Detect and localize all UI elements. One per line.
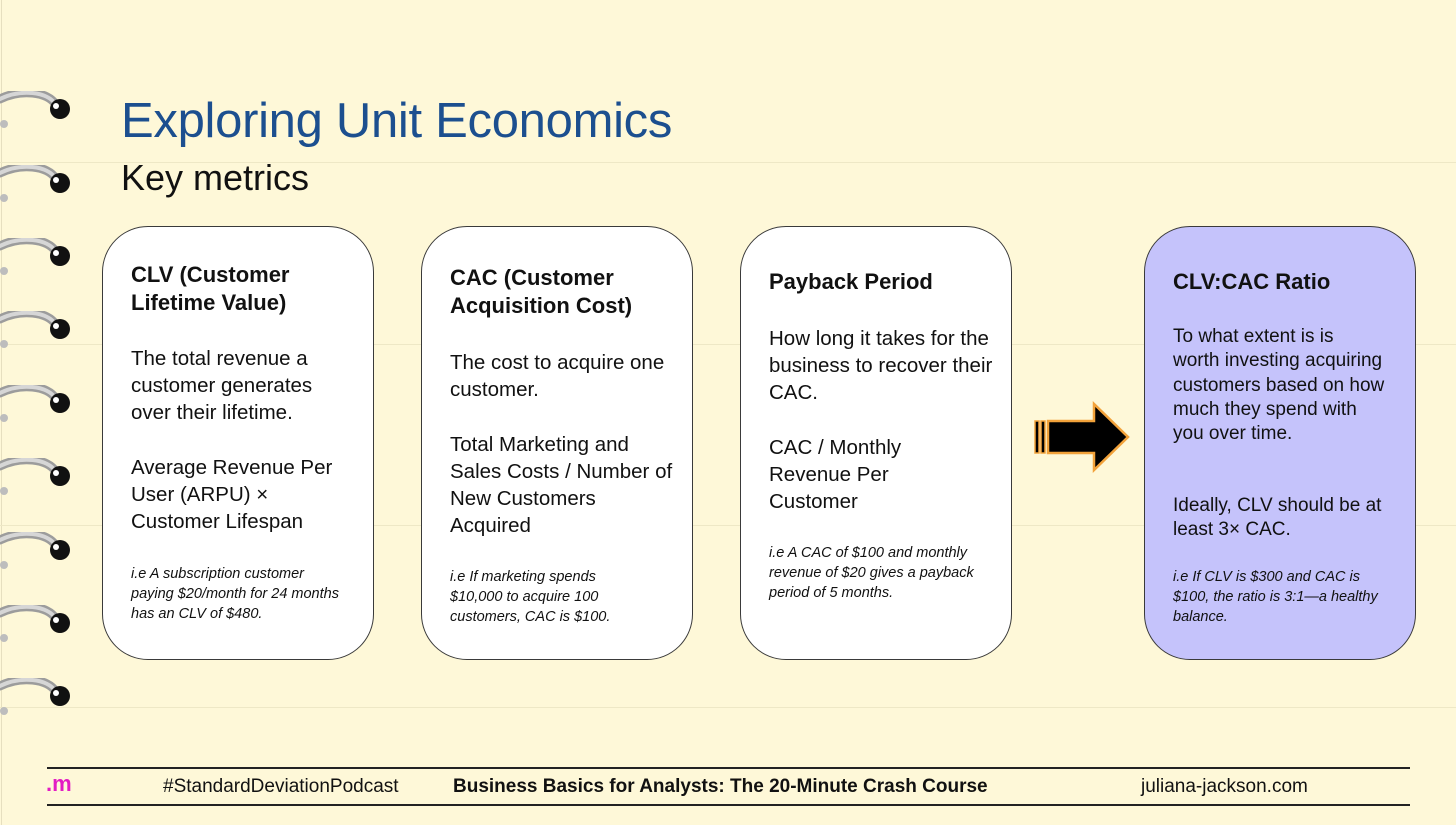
card-example: i.e If marketing spends $10,000 to acqui… <box>450 569 611 625</box>
brand-logo: .m <box>46 771 72 796</box>
spiral-binding-ring <box>0 385 76 425</box>
footer-bottom-line <box>47 804 1410 806</box>
card-definition: How long it takes for the business to re… <box>769 327 993 404</box>
card-example: i.e A CAC of $100 and monthly revenue of… <box>769 545 974 601</box>
paper-rule <box>0 525 1456 526</box>
spiral-binding-ring <box>0 678 76 718</box>
card-title: CLV:CAC Ratio <box>1173 269 1331 294</box>
spiral-binding-ring <box>0 532 76 572</box>
paper-rule <box>0 707 1456 708</box>
card-definition: The total revenue a customer generates o… <box>131 347 313 424</box>
footer-top-line <box>47 767 1410 769</box>
card-title: CLV (Customer Lifetime Value) <box>131 262 290 315</box>
slide-subtitle: Key metrics <box>121 157 310 198</box>
paper-rule <box>0 344 1456 345</box>
metric-card-cac: CAC (Customer Acquisition Cost) The cost… <box>421 226 693 660</box>
card-formula: CAC / Monthly Revenue Per Customer <box>769 436 902 513</box>
spiral-binding-ring <box>0 165 76 205</box>
card-formula: Total Marketing and Sales Costs / Number… <box>450 433 673 537</box>
spiral-binding-ring <box>0 91 76 131</box>
paper-rule <box>0 162 1456 163</box>
right-arrow-icon <box>1034 401 1132 473</box>
metric-card-payback-period: Payback Period How long it takes for the… <box>740 226 1012 660</box>
spiral-binding-ring <box>0 458 76 498</box>
footer-hashtag: #StandardDeviationPodcast <box>163 776 399 797</box>
spiral-binding-ring <box>0 238 76 278</box>
card-example: i.e If CLV is $300 and CAC is $100, the … <box>1173 569 1378 625</box>
spiral-binding-ring <box>0 311 76 351</box>
card-definition: To what extent is is worth investing acq… <box>1173 326 1385 445</box>
spiral-binding-ring <box>0 605 76 645</box>
card-title: CAC (Customer Acquisition Cost) <box>450 265 633 318</box>
paper-margin-line <box>1 0 2 825</box>
metric-card-clv: CLV (Customer Lifetime Value) The total … <box>102 226 374 660</box>
slide-title: Exploring Unit Economics <box>121 94 673 148</box>
card-example: i.e A subscription customer paying $20/m… <box>131 566 339 622</box>
card-formula: Average Revenue Per User (ARPU) × Custom… <box>131 456 333 533</box>
card-formula: Ideally, CLV should be at least 3× CAC. <box>1173 495 1382 541</box>
card-title: Payback Period <box>769 269 933 294</box>
card-definition: The cost to acquire one customer. <box>450 351 665 401</box>
metric-card-clv-cac-ratio: CLV:CAC Ratio To what extent is is worth… <box>1144 226 1416 660</box>
footer-website-link[interactable]: juliana-jackson.com <box>1141 776 1308 797</box>
footer-course-title: Business Basics for Analysts: The 20-Min… <box>453 776 988 797</box>
